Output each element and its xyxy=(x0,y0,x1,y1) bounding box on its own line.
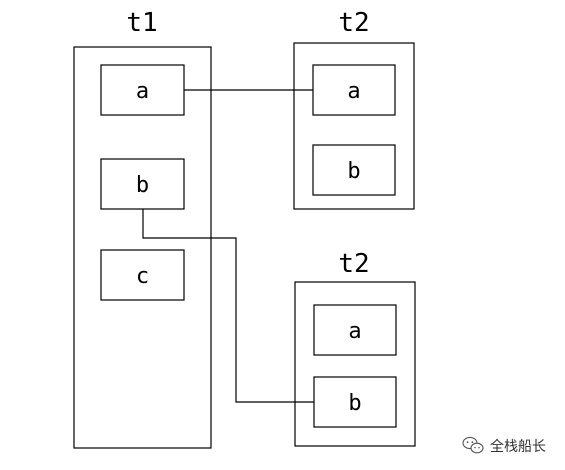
table-t1-cell-b-label: b xyxy=(136,173,149,198)
table-t2-bottom-cell-a-label: a xyxy=(348,319,361,344)
connector-t1-b-to-t2-bottom-b xyxy=(142,209,314,403)
watermark-text: 全栈船长 xyxy=(490,438,546,455)
table-t2-bottom-cell-b-label: b xyxy=(348,391,361,416)
table-t1-cell-a: a xyxy=(100,64,185,116)
table-t2-top-frame xyxy=(293,42,415,210)
table-t2-top-cell-a: a xyxy=(312,64,396,116)
table-t1-cell-c: c xyxy=(100,249,185,301)
table-t2-bottom: t2 a b xyxy=(294,249,416,447)
table-t1-frame xyxy=(73,46,212,449)
table-t2-bottom-frame xyxy=(294,281,416,447)
wechat-icon xyxy=(462,436,484,454)
table-t1-cell-b: b xyxy=(100,158,185,210)
table-t1-cell-a-label: a xyxy=(136,79,149,104)
table-t1-cell-c-box xyxy=(100,249,185,301)
table-t2-top-cell-b-label: b xyxy=(347,159,360,184)
table-t2-top: t2 a b xyxy=(293,8,415,210)
table-t1-title: t1 xyxy=(126,8,157,38)
table-t1-cell-c-label: c xyxy=(136,264,149,289)
table-t2-top-cell-b: b xyxy=(312,144,396,196)
watermark: 全栈船长 xyxy=(462,436,546,455)
table-t2-bottom-cell-a-box xyxy=(313,304,397,356)
table-t2-bottom-cell-a: a xyxy=(313,304,397,356)
table-t2-bottom-cell-b: b xyxy=(313,376,397,428)
table-t2-bottom-title: t2 xyxy=(338,249,369,279)
table-t2-top-title: t2 xyxy=(338,8,369,38)
table-t2-top-cell-b-box xyxy=(312,144,396,196)
table-t2-top-cell-a-label: a xyxy=(347,79,360,104)
table-t1: t1 a b c xyxy=(73,8,212,449)
